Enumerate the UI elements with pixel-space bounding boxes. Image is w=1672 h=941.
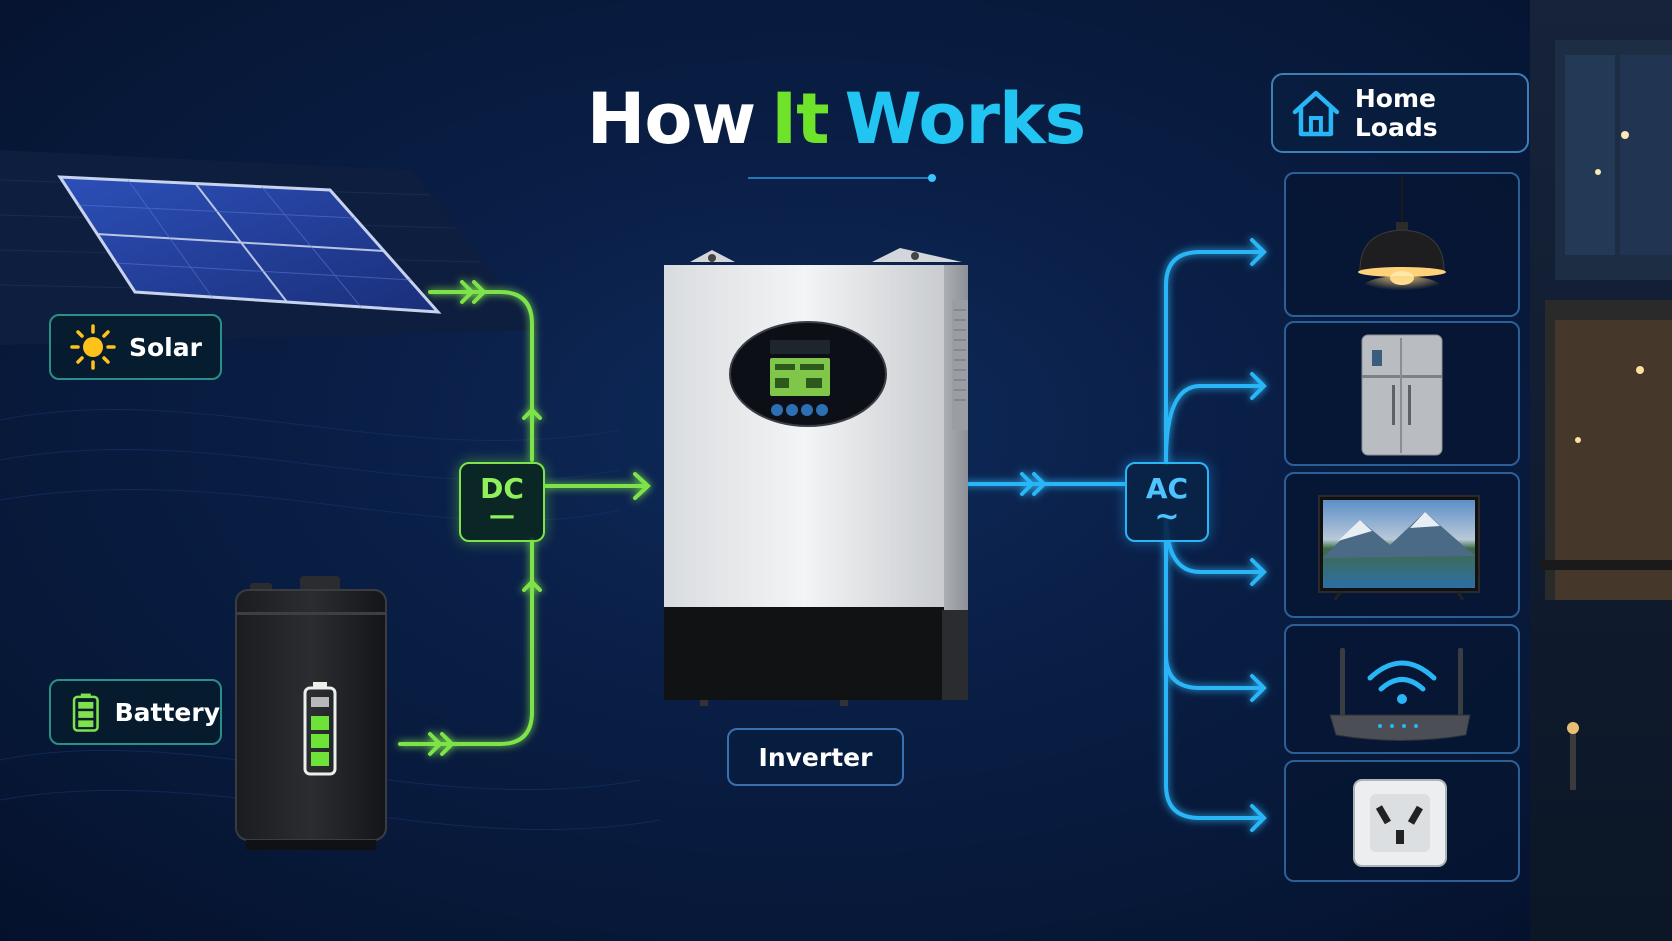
battery-icon — [72, 693, 99, 732]
battery-illustration — [235, 576, 387, 850]
load-panel-fridge — [1284, 321, 1520, 466]
load-panel-router — [1284, 624, 1520, 754]
title-underline — [748, 174, 936, 182]
battery-label-box: Battery — [49, 679, 222, 745]
home-loads-label: Home Loads — [1354, 84, 1438, 142]
load-panel-lamp — [1284, 172, 1520, 317]
ac-symbol: ∼ — [1154, 499, 1180, 534]
battery-label: Battery — [114, 697, 220, 727]
solar-label: Solar — [129, 332, 202, 362]
title-word-it: It — [771, 78, 830, 160]
load-panel-tv — [1284, 472, 1520, 618]
solar-label-box: Solar — [49, 314, 222, 380]
background-waves — [0, 408, 661, 831]
inverter-illustration — [664, 248, 968, 706]
dc-symbol: — — [489, 501, 515, 531]
dc-label: DC — [480, 472, 524, 505]
inverter-label: Inverter — [758, 742, 873, 772]
ac-flow-lines — [964, 238, 1267, 832]
sun-icon — [70, 324, 116, 370]
home-loads-label-box: Home Loads — [1271, 73, 1529, 153]
ac-badge: AC ∼ — [1125, 462, 1209, 542]
title-word-how: How — [586, 78, 756, 160]
ac-label: AC — [1145, 472, 1189, 505]
dc-badge: DC — — [459, 462, 545, 542]
house-icon — [1292, 90, 1340, 137]
inverter-label-box: Inverter — [727, 728, 904, 786]
title-word-works: Works — [844, 78, 1087, 160]
load-panel-socket — [1284, 760, 1520, 882]
